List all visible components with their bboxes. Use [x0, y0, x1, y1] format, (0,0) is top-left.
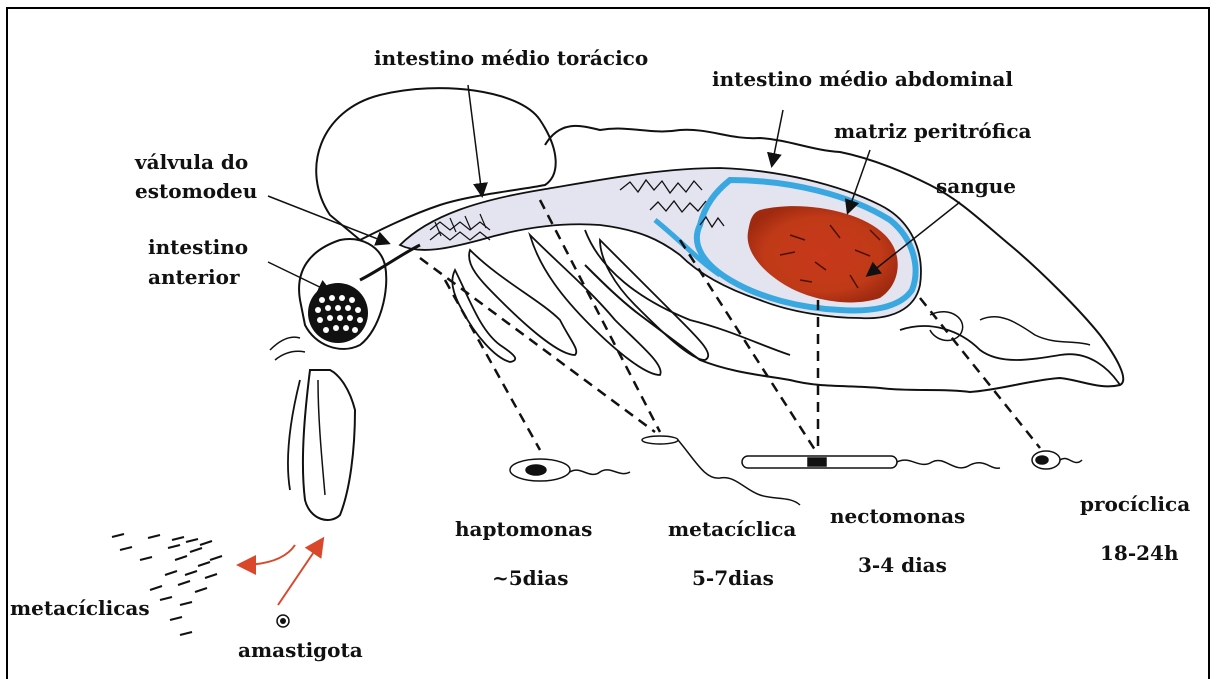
label-midgut-thoracic: intestino médio torácico: [374, 46, 648, 71]
label-stomodeal-valve-2: estomodeu: [135, 179, 257, 204]
stage-procyclic-time: 18-24h: [1100, 541, 1179, 566]
label-foregut-2: anterior: [148, 265, 239, 290]
label-peritrophic-matrix: matriz peritrófica: [834, 119, 1031, 144]
label-foregut-1: intestino: [148, 235, 248, 260]
amastigote-cell: [277, 615, 289, 627]
label-stomodeal-valve-1: válvula do: [135, 150, 248, 175]
label-blood: sangue: [936, 174, 1016, 199]
nectomonas-cell: [742, 456, 1000, 468]
metacyclic-cell: [642, 436, 800, 505]
compound-eye: [308, 283, 368, 343]
stage-haptomonas-name: haptomonas: [455, 517, 592, 542]
procyclic-cell: [1032, 451, 1082, 469]
stage-metacyclic-name: metacíclica: [668, 517, 796, 542]
label-midgut-abdominal: intestino médio abdominal: [712, 67, 1013, 92]
stage-amastigote-name: amastigota: [238, 638, 363, 663]
stage-procyclic-name: procíclica: [1080, 492, 1190, 517]
haptomonas-cell: [510, 459, 630, 481]
stage-nectomonas-name: nectomonas: [830, 504, 965, 529]
stage-metacyclic-time: 5-7dias: [692, 566, 774, 591]
stage-haptomonas-time: ~5dias: [492, 566, 568, 591]
proboscis: [303, 370, 355, 520]
stage-metacyclics-name: metacíclicas: [10, 596, 150, 621]
stage-nectomonas-time: 3-4 dias: [858, 553, 947, 578]
